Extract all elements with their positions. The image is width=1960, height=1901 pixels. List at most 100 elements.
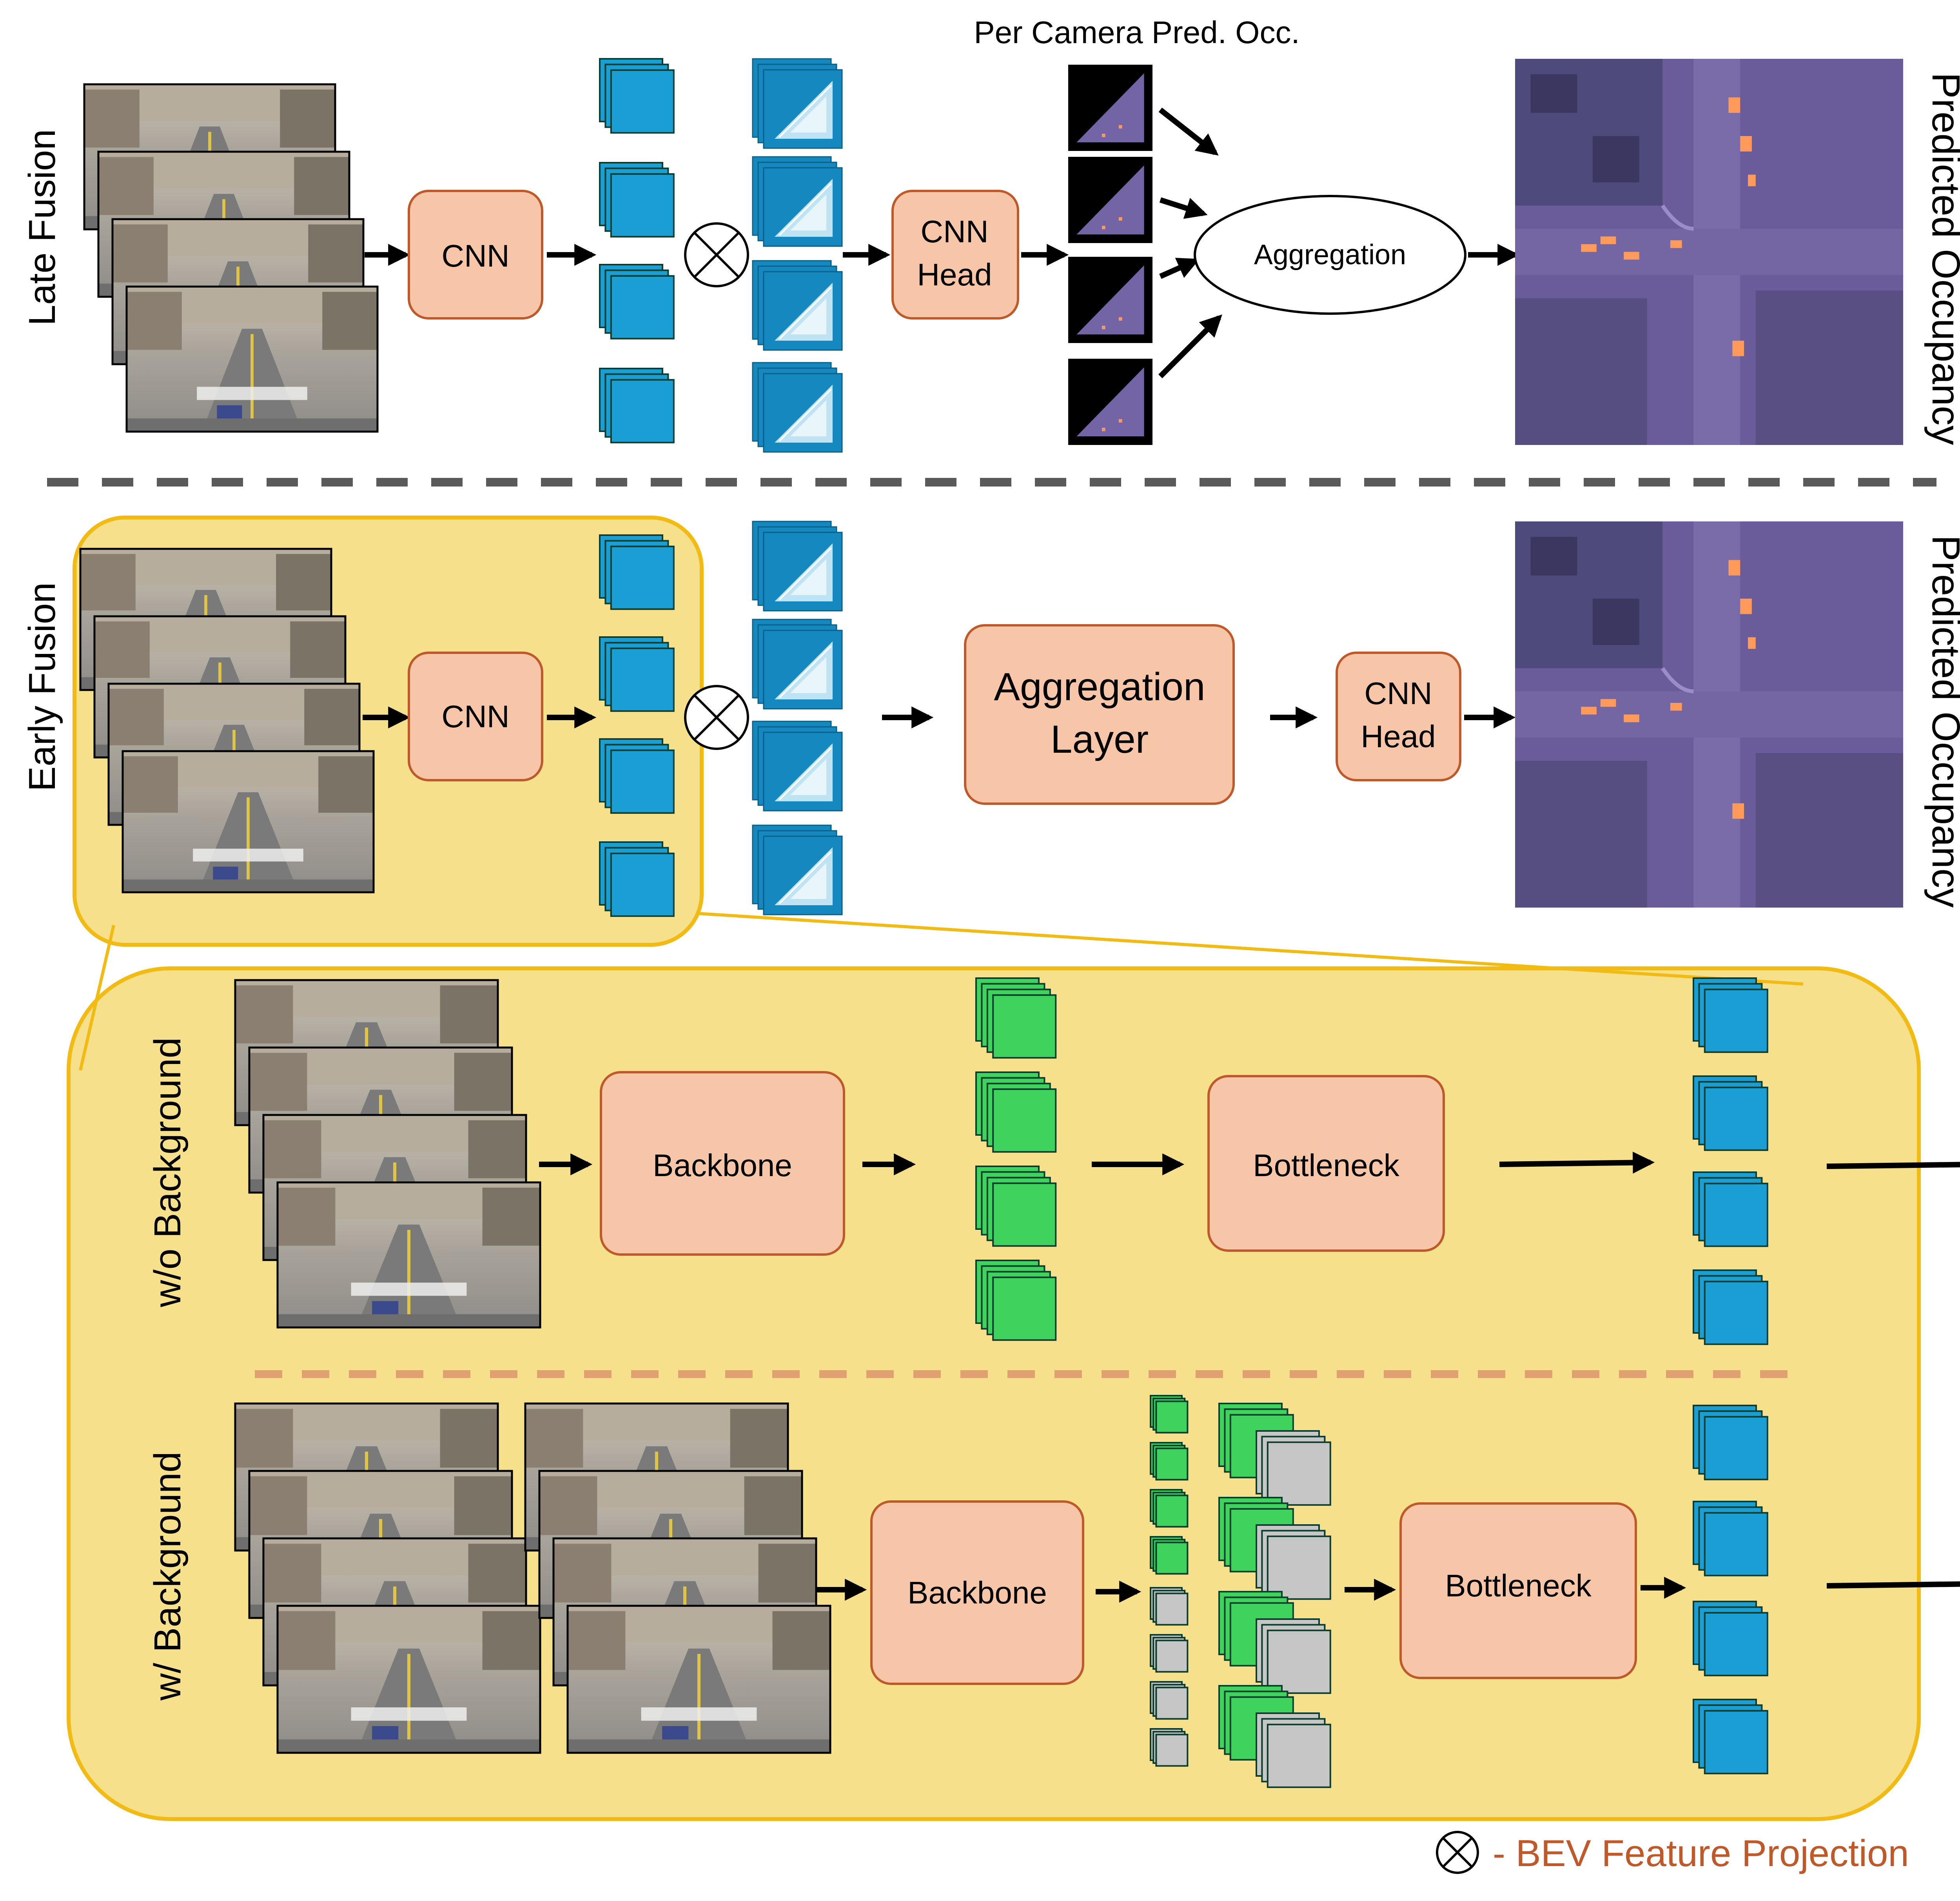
aggregation-layer-label-2: Layer <box>1051 717 1149 761</box>
backbone-label-wo: Backbone <box>653 1148 792 1183</box>
w-bg-large-gray-1 <box>1256 1430 1331 1506</box>
per-camera-occupancy-2 <box>1068 157 1152 243</box>
w-bg-output-feature-1 <box>1693 1405 1768 1480</box>
predicted-occupancy-label-early: Predicted Occupancy <box>1924 535 1960 908</box>
legend-label: - BEV Feature Projection <box>1493 1832 1909 1874</box>
camera-image-4 <box>123 751 374 892</box>
w-bg-small-gray-4 <box>1150 1728 1189 1767</box>
wo-bg-output-feature-2 <box>1693 1075 1768 1151</box>
per-camera-label: Per Camera Pred. Occ. <box>974 15 1299 50</box>
camera-image-4 <box>278 1606 540 1753</box>
w-bg-small-green-3 <box>1150 1489 1189 1528</box>
w-bg-small-green-1 <box>1150 1395 1189 1434</box>
zoom-connector-left <box>79 925 115 1071</box>
w-bg-small-gray-1 <box>1150 1587 1189 1626</box>
w-bg-small-green-2 <box>1150 1442 1189 1481</box>
w-background-label: w/ Background <box>147 1451 189 1701</box>
wo-bg-output-feature-1 <box>1693 977 1768 1053</box>
w-bg-output-feature-4 <box>1693 1699 1768 1774</box>
early-feature-stack-1 <box>599 534 675 610</box>
wo-bg-green-feature-3 <box>975 1166 1057 1247</box>
bottleneck-label-w: Bottleneck <box>1445 1568 1592 1603</box>
w-bg-small-gray-3 <box>1150 1681 1189 1720</box>
predicted-occupancy-label-late: Predicted Occupancy <box>1924 73 1960 445</box>
camera-image-4 <box>568 1606 830 1753</box>
aggregation-label: Aggregation <box>1254 239 1406 271</box>
early-predicted-occupancy-map <box>1515 521 1903 908</box>
w-bg-output-feature-2 <box>1693 1501 1768 1576</box>
w-bg-large-gray-3 <box>1256 1618 1331 1694</box>
wo-bg-output-feature-3 <box>1693 1171 1768 1247</box>
late-bev-projected-3 <box>752 260 843 351</box>
wo-bg-arrow-out <box>1826 1153 1960 1176</box>
bottleneck-label-wo: Bottleneck <box>1253 1148 1400 1183</box>
early-fusion-label: Early Fusion <box>21 582 63 792</box>
wo-background-label: w/o Background <box>147 1037 189 1307</box>
w-bg-large-gray-4 <box>1256 1712 1331 1788</box>
late-feature-stack-1 <box>599 58 675 134</box>
early-bev-projected-4 <box>752 824 843 915</box>
early-bev-projected-3 <box>752 721 843 812</box>
early-feature-stack-4 <box>599 841 675 917</box>
late-camera-stack <box>83 83 379 433</box>
late-cnn-head-block <box>891 190 1019 320</box>
early-cnn-label: CNN <box>441 699 509 734</box>
w-bg-backbone-block <box>870 1500 1084 1685</box>
early-cnn-block <box>408 652 543 781</box>
aggregation-node <box>1194 195 1466 315</box>
w-bg-small-green-4 <box>1150 1536 1189 1575</box>
wo-bg-bottleneck-block <box>1207 1075 1445 1252</box>
w-bg-background-stack <box>524 1402 831 1754</box>
camera-image-4 <box>278 1182 540 1327</box>
late-cnn-block <box>408 190 543 320</box>
per-camera-occupancy-3 <box>1068 257 1152 343</box>
w-bg-large-gray-2 <box>1256 1524 1331 1600</box>
w-bg-camera-stack <box>234 1402 541 1754</box>
camera-image-4 <box>127 287 377 432</box>
early-feature-stack-2 <box>599 636 675 712</box>
late-cnn-head-label-1: CNN <box>920 214 988 249</box>
late-fusion-label: Late Fusion <box>21 129 63 326</box>
late-cnn-head-label-2: Head <box>917 257 992 292</box>
per-camera-occupancy-1 <box>1068 65 1152 151</box>
wo-bg-green-feature-1 <box>975 977 1057 1059</box>
legend-projection-icon <box>1436 1831 1479 1874</box>
early-camera-stack <box>79 548 375 893</box>
w-bg-output-feature-3 <box>1693 1601 1768 1676</box>
arrow-percam-3 <box>1159 258 1200 279</box>
zoom-connector-right <box>697 912 1804 986</box>
early-bev-projected-2 <box>752 619 843 710</box>
late-feature-stack-4 <box>599 368 675 443</box>
arrow-percam-1 <box>1158 107 1219 156</box>
aggregation-layer-label-1: Aggregation <box>994 665 1205 709</box>
early-cnn-head-label-2: Head <box>1361 719 1436 754</box>
w-bg-bottleneck-block <box>1399 1502 1637 1679</box>
wo-bg-green-feature-2 <box>975 1071 1057 1153</box>
per-camera-occupancy-4 <box>1068 359 1152 445</box>
late-bev-projection-icon <box>684 222 749 287</box>
late-predicted-occupancy-map <box>1515 59 1903 445</box>
w-bg-arrow-out <box>1826 1573 1960 1595</box>
early-cnn-head-block <box>1336 652 1461 781</box>
aggregation-layer-block <box>964 624 1235 805</box>
late-bev-projected-2 <box>752 156 843 247</box>
early-cnn-head-label-1: CNN <box>1364 676 1432 711</box>
wo-bg-green-feature-4 <box>975 1260 1057 1341</box>
early-feature-stack-3 <box>599 738 675 814</box>
w-bg-small-gray-2 <box>1150 1634 1189 1673</box>
wo-bg-output-feature-4 <box>1693 1269 1768 1345</box>
early-bev-projected-1 <box>752 521 843 612</box>
arrow-percam-2 <box>1159 197 1208 219</box>
backbone-label-w: Backbone <box>907 1575 1047 1610</box>
late-bev-projected-1 <box>752 58 843 149</box>
arrow-percam-4 <box>1158 314 1222 378</box>
early-bev-projection-icon <box>684 685 749 750</box>
late-feature-stack-2 <box>599 162 675 238</box>
wo-bg-camera-stack <box>234 979 541 1329</box>
late-bev-projected-4 <box>752 362 843 453</box>
late-cnn-label: CNN <box>441 238 509 273</box>
wo-bg-arrow-bottleneck-output <box>1499 1151 1655 1174</box>
late-feature-stack-3 <box>599 264 675 340</box>
wo-bg-backbone-block <box>600 1071 845 1256</box>
